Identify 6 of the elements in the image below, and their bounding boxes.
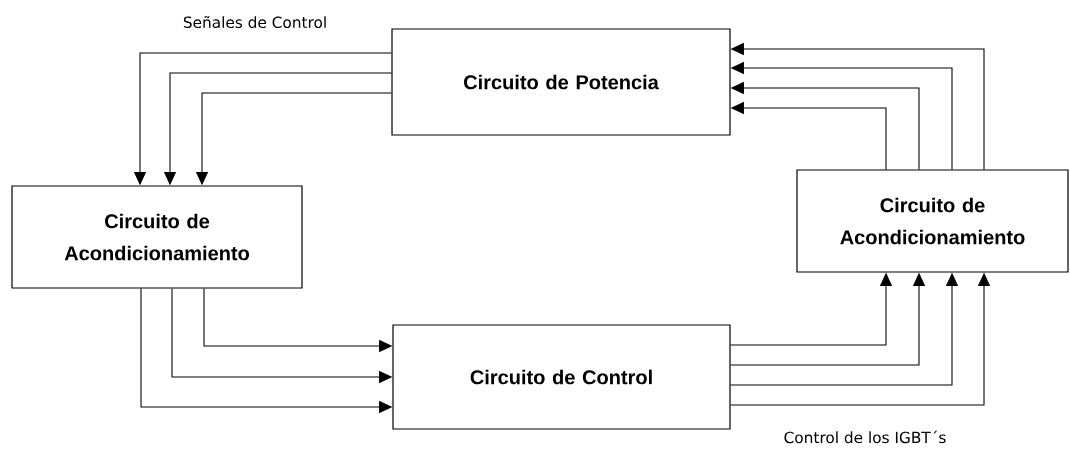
process-box: Circuito de Acondicionamiento [796,169,1069,273]
signal-label: Señales de Control [183,15,326,29]
process-box: Circuito de Control [392,324,731,430]
signal-label: Control de los IGBT´s [784,430,946,444]
process-box: Circuito de Acondicionamiento [11,185,303,289]
process-box: Circuito de Potencia [391,28,731,136]
